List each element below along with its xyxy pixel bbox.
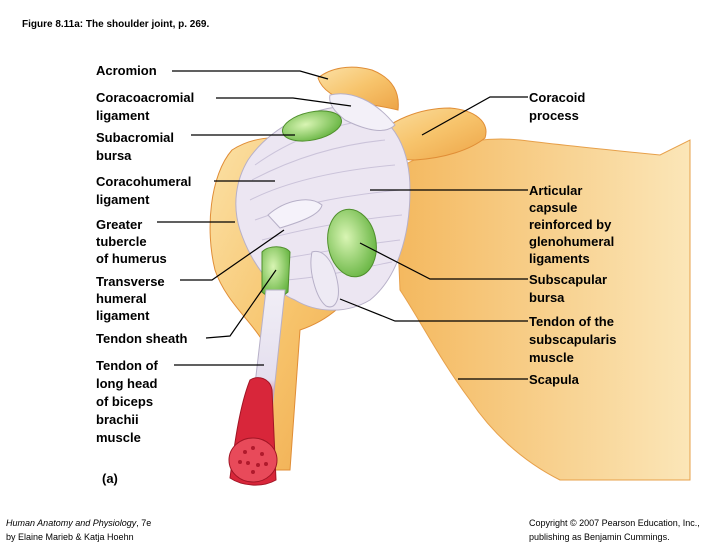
book-title: Human Anatomy and Physiology [6,518,137,528]
leader-acromion [172,70,329,80]
label-subacromial-bursa: Subacromial bursa [96,130,175,163]
subscapularis-tendon [310,250,339,308]
leader-coracoid [421,96,528,136]
panel-label: (a) [102,471,118,486]
subscapular-bursa [327,208,377,278]
label-tendon-subscapularis: Tendon of the subscapularis muscle [529,314,617,365]
label-coracohumeral-ligament: Coracohumeral ligament [96,174,192,207]
label-scapula: Scapula [529,372,579,387]
biceps-muscle-cross-section [228,437,278,483]
footer-copyright: Copyright © 2007 Pearson Education, Inc.… [529,516,700,544]
label-coracoid-process: Coracoid process [529,90,586,123]
leader-transverse-humeral [180,229,285,281]
leader-subscapularis-tendon [339,298,528,322]
tendon-sheath [261,246,291,297]
copyright-line-2: publishing as Benjamin Cummings. [529,532,670,542]
label-greater-tubercle: Greater tubercle of humerus [96,217,167,266]
label-coracoacromial-ligament: Coracoacromial ligament [96,90,195,123]
label-transverse-humeral-ligament: Transverse humeral ligament [96,274,165,323]
label-articular-capsule: Articular capsule reinforced by glenohum… [529,183,615,266]
book-edition: , 7e [136,518,152,528]
leader-tendon-sheath [205,269,277,339]
copyright-line-1: Copyright © 2007 Pearson Education, Inc.… [529,518,700,528]
label-tendon-sheath: Tendon sheath [96,331,188,346]
transverse-humeral-ligament [267,199,323,229]
leader-coracoacromial [216,97,352,107]
label-acromion: Acromion [96,63,157,78]
subacromial-bursa [282,110,342,142]
coracoacromial-ligament [329,93,396,131]
scapula-bone [394,138,691,481]
label-tendon-long-head-biceps: Tendon of long head of biceps brachii mu… [96,358,158,445]
figure-title: Figure 8.11a: The shoulder joint, p. 269… [22,19,210,30]
label-subscapular-bursa: Subscapular bursa [529,272,608,305]
leader-subscapular-bursa [359,242,528,280]
footer-citation: Human Anatomy and Physiology, 7e by Elai… [6,516,151,544]
book-authors: by Elaine Marieb & Katja Hoehn [6,532,134,542]
